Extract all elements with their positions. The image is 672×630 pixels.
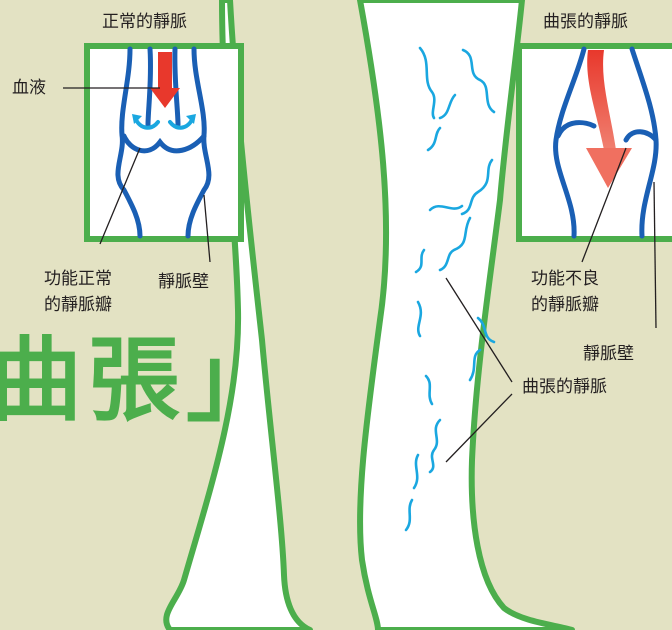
normal-wall-label: 靜脈壁 xyxy=(158,274,209,291)
normal-vein-title: 正常的靜脈 xyxy=(102,14,187,31)
leg-varicose-label: 曲張的靜脈 xyxy=(522,379,607,396)
varicose-vein-title: 曲張的靜脈 xyxy=(543,14,628,31)
varicose-valve-label-line2: 的靜脈瓣 xyxy=(531,292,599,318)
normal-valve-label-line1: 功能正常 xyxy=(44,266,112,292)
normal-valve-label: 功能正常 的靜脈瓣 xyxy=(44,266,112,318)
normal-vein-panel xyxy=(87,46,241,239)
normal-valve-label-line2: 的靜脈瓣 xyxy=(44,292,112,318)
blood-label: 血液 xyxy=(12,80,46,97)
headline-text: 曲張」 xyxy=(0,335,284,427)
varicose-wall-label: 靜脈壁 xyxy=(583,346,634,363)
varicose-valve-label-line1: 功能不良 xyxy=(531,266,599,292)
varicose-valve-label: 功能不良 的靜脈瓣 xyxy=(531,266,599,318)
varicose-vein-panel xyxy=(519,46,672,239)
blood-arrow-shaft xyxy=(158,52,172,90)
